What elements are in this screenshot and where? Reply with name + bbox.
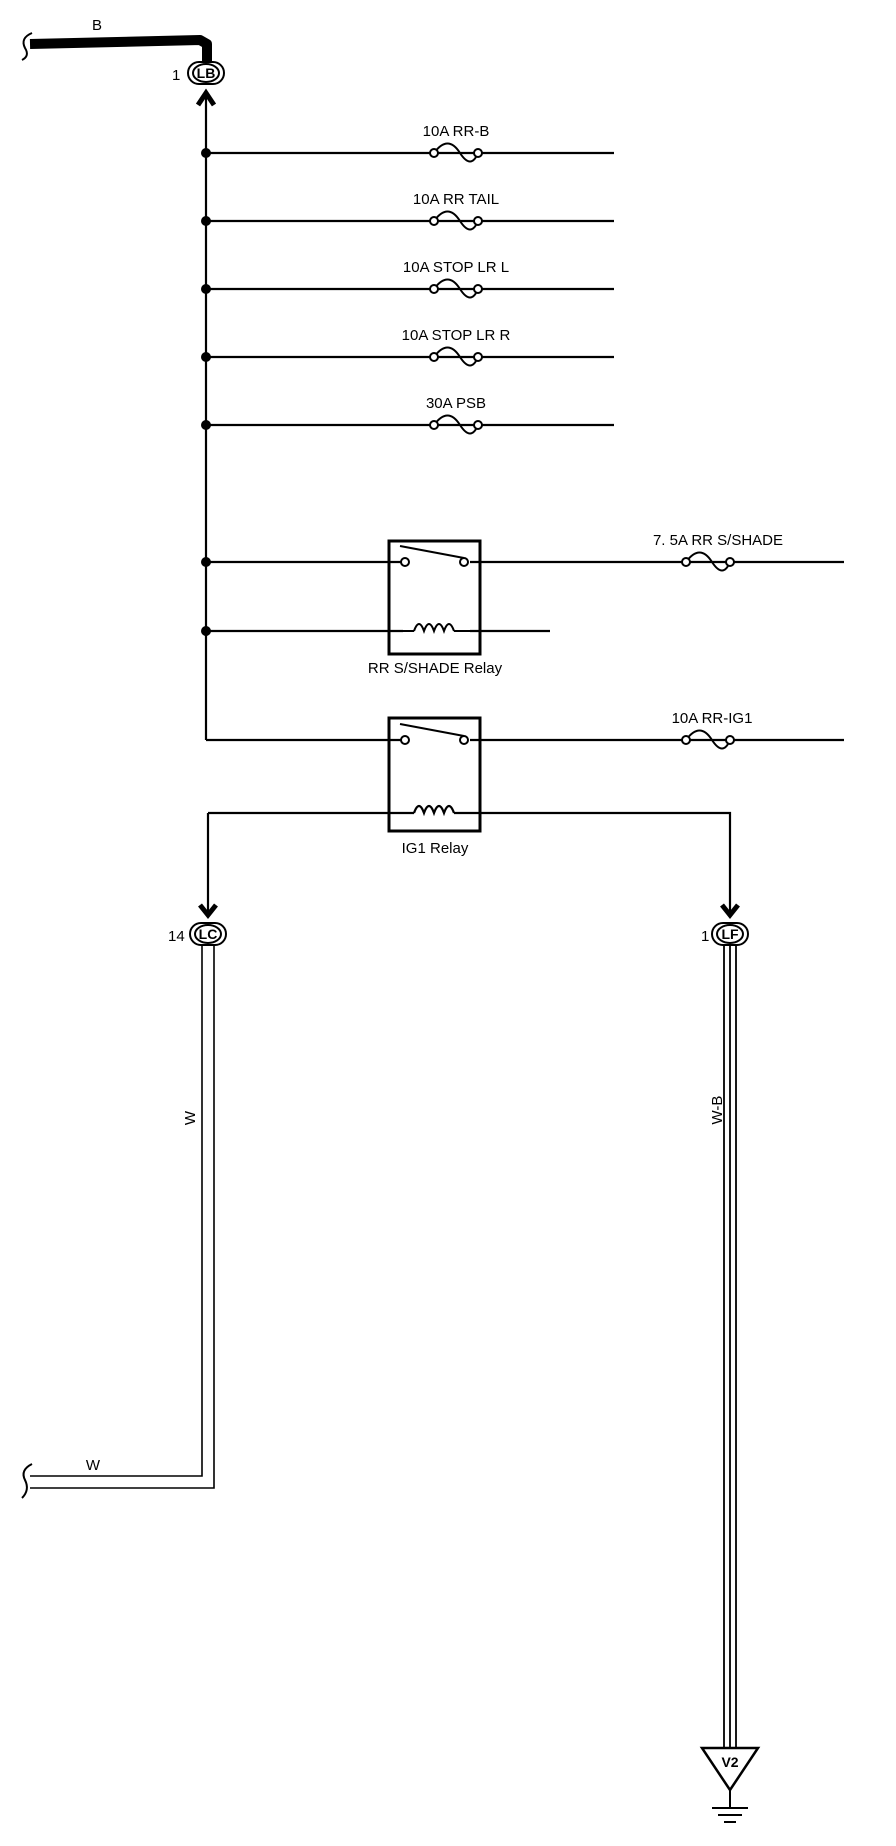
fuse-stop-lr-r-label: 10A STOP LR R [402,327,511,344]
fuse-stop-lr-l-label: 10A STOP LR L [403,259,509,276]
connector-lc: 14 LC [168,903,227,946]
fuse-stop-lr-l: 10A STOP LR L [201,259,614,299]
relay-rr-sshade-label: RR S/SHADE Relay [368,660,503,677]
fuse-rr-sshade-label: 7. 5A RR S/SHADE [653,532,783,549]
connector-lc-pin: 14 [168,928,185,945]
fuse-rr-b: 10A RR-B [201,123,614,163]
connector-lc-name: LC [199,926,218,942]
relay-ig1-label: IG1 Relay [402,840,469,857]
fuse-psb-label: 30A PSB [426,395,486,412]
fuse-rr-b-label: 10A RR-B [423,123,490,140]
fuse-stop-lr-r: 10A STOP LR R [201,327,614,367]
fuse-rr-tail-label: 10A RR TAIL [413,191,499,208]
connector-lf: 1 LF [701,903,749,946]
connector-lf-name: LF [721,926,739,942]
wire-b: B [21,17,212,65]
relay-ig1: IG1 Relay 10A RR-IG1 [206,710,844,915]
connector-lb-pin: 1 [172,67,180,84]
wire-w-b: W-B [709,945,737,1748]
wire-b-label: B [92,17,102,34]
ground-v2-label: V2 [721,1754,738,1770]
fuse-rr-tail: 10A RR TAIL [201,191,614,231]
fuse-psb: 30A PSB [201,395,614,435]
fuse-rr-ig1-label: 10A RR-IG1 [672,710,753,727]
wire-w-b-label: W-B [709,1096,726,1125]
wire-w-label: W [182,1110,199,1125]
connector-lf-pin: 1 [701,928,709,945]
connector-lb-name: LB [197,65,216,81]
wire-w: W W [21,945,215,1499]
connector-lb: 1 LB [172,61,225,107]
ground-v2: V2 [699,1746,761,1823]
relay-rr-sshade: RR S/SHADE Relay 7. 5A RR S/SHADE [201,532,844,677]
wire-w-bottom-label: W [86,1457,101,1474]
